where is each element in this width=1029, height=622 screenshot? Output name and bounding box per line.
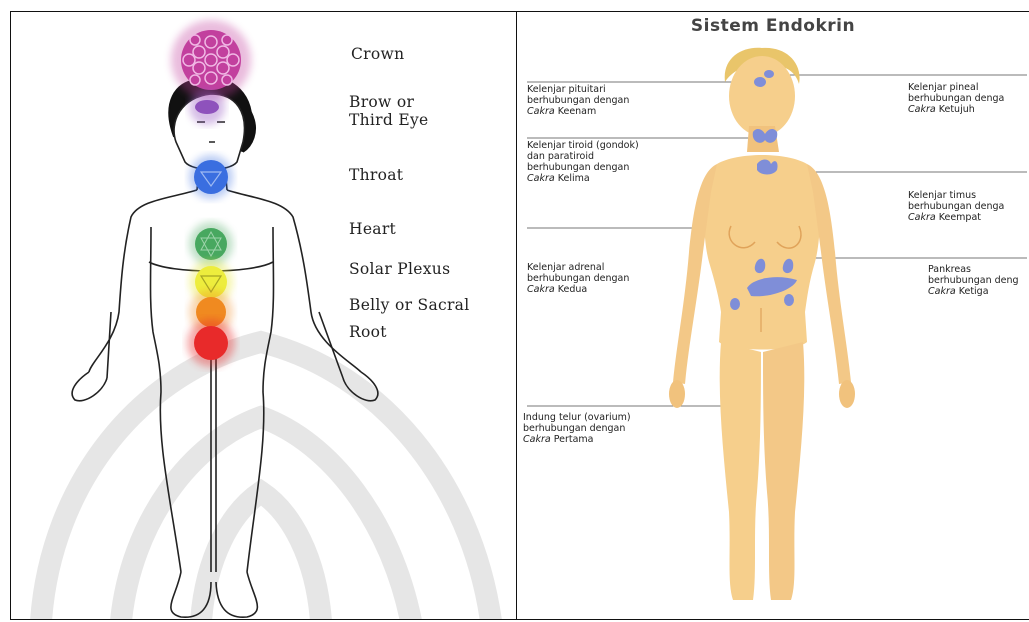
label-belly-sacral: Belly or Sacral bbox=[349, 295, 469, 315]
brow-chakra bbox=[189, 89, 225, 125]
annotation-thyroid: Kelenjar tiroid (gondok) dan paratiroid … bbox=[527, 140, 639, 184]
pineal-gland bbox=[764, 70, 774, 78]
crown-chakra bbox=[171, 20, 251, 100]
chakra-figure-drawing bbox=[11, 12, 518, 620]
annotation-pancreas: Pankreas berhubungan deng Cakra Ketiga bbox=[928, 264, 1019, 297]
annotation-pituitary: Kelenjar pituitari berhubungan dengan Ca… bbox=[527, 84, 629, 117]
annotation-pineal: Kelenjar pineal berhubungan denga Cakra … bbox=[908, 82, 1004, 115]
ovary-left bbox=[730, 298, 740, 310]
annotation-adrenal: Kelenjar adrenal berhubungan dengan Cakr… bbox=[527, 262, 629, 295]
ovary-right bbox=[784, 294, 794, 306]
label-solar-plexus: Solar Plexus bbox=[349, 259, 450, 279]
root-chakra bbox=[187, 319, 235, 367]
label-crown: Crown bbox=[351, 44, 404, 64]
label-root: Root bbox=[349, 322, 387, 342]
pituitary-gland bbox=[754, 77, 766, 87]
label-third-eye: Third Eye bbox=[349, 110, 428, 130]
thymus-gland bbox=[757, 160, 778, 175]
heart-chakra bbox=[189, 222, 233, 266]
watermark-logo bbox=[41, 342, 491, 620]
label-throat: Throat bbox=[349, 165, 403, 185]
annotation-ovary: Indung telur (ovarium) berhubungan denga… bbox=[523, 412, 631, 445]
throat-chakra bbox=[189, 155, 233, 199]
diagram-title: Sistem Endokrin bbox=[517, 16, 1029, 36]
endocrine-panel: Sistem Endokrin Kelenjar pituitari berhu… bbox=[516, 11, 1029, 620]
label-brow: Brow or bbox=[349, 92, 414, 112]
annotation-thymus: Kelenjar timus berhubungan denga Cakra K… bbox=[908, 190, 1004, 223]
label-heart: Heart bbox=[349, 219, 396, 239]
chakra-panel: Crown Brow or Third Eye Throat Heart Sol… bbox=[10, 11, 518, 620]
